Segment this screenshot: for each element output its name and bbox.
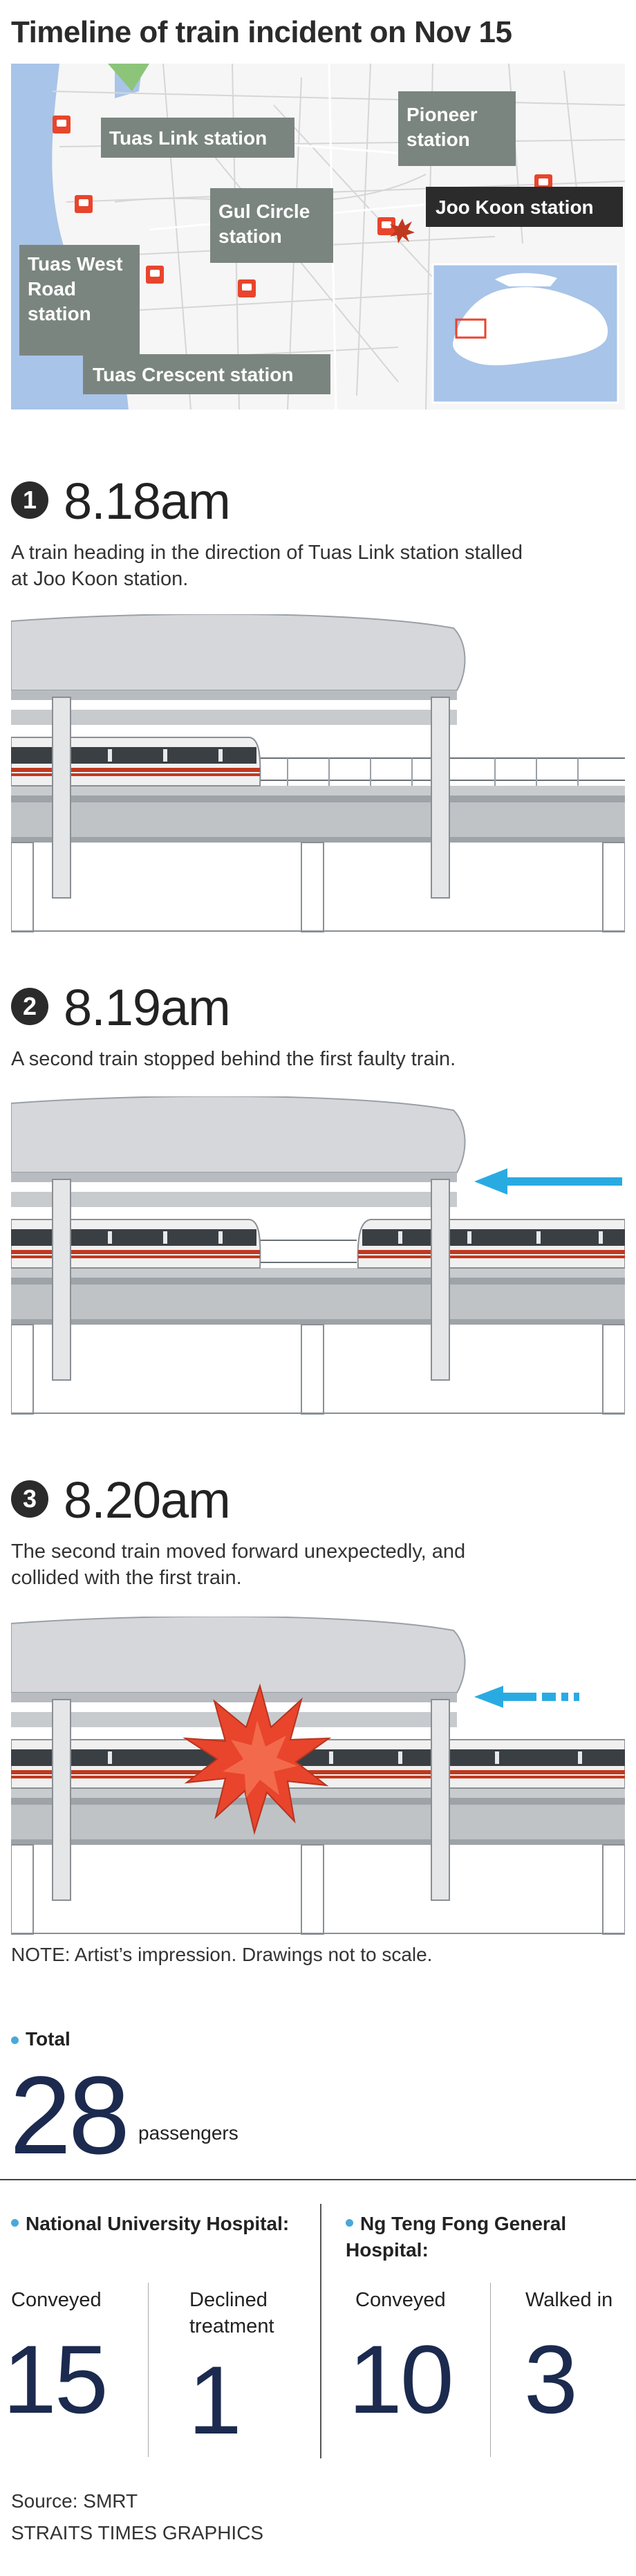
total-label: Total bbox=[26, 2028, 71, 2050]
stat-label: Declined treatment bbox=[189, 2289, 274, 2337]
bullet-icon bbox=[346, 2219, 353, 2227]
second-train bbox=[357, 1219, 626, 1269]
step-description: A second train stopped behind the first … bbox=[11, 1048, 456, 1070]
step-time: 8.18am bbox=[64, 472, 231, 530]
station-marker-tuas-crescent bbox=[146, 266, 164, 284]
total-value: 28 bbox=[10, 2053, 130, 2177]
stat-value: 10 bbox=[348, 2325, 454, 2434]
step-1: 1 8.18am A train heading in the directio… bbox=[10, 472, 626, 933]
column-divider bbox=[490, 2283, 491, 2457]
stat-value: 1 bbox=[188, 2346, 242, 2454]
scene-3 bbox=[10, 1615, 626, 1935]
illustration-note: NOTE: Artist’s impression. Drawings not … bbox=[11, 1944, 433, 1965]
stat-label: Conveyed bbox=[11, 2289, 102, 2311]
direction-arrow bbox=[474, 1686, 579, 1708]
step-3: 3 8.20am The second train moved forward … bbox=[10, 1471, 626, 1935]
stat-value: 15 bbox=[3, 2325, 109, 2434]
stat-value: 3 bbox=[524, 2325, 578, 2434]
hospital-ntfgh-heading: Ng Teng Fong General Hospital: bbox=[346, 2211, 622, 2263]
step-number: 2 bbox=[11, 988, 48, 1025]
train-illustration bbox=[10, 1615, 626, 1935]
step-2: 2 8.19am A second train stopped behind t… bbox=[10, 979, 626, 1439]
hospital-name: Ng Teng Fong General Hospital: bbox=[346, 2213, 567, 2261]
label-gul-circle: Gul Circle station bbox=[218, 201, 310, 247]
first-train bbox=[10, 737, 261, 786]
hospital-nuh-heading: National University Hospital: bbox=[11, 2211, 301, 2237]
collision-burst-icon bbox=[183, 1683, 332, 1835]
step-time: 8.20am bbox=[64, 1471, 231, 1529]
station-marker-tuas-west-road bbox=[75, 195, 93, 213]
step-time: 8.19am bbox=[64, 979, 231, 1036]
station-marker-joo-koon bbox=[377, 217, 415, 243]
bullet-icon bbox=[11, 2219, 19, 2227]
label-pioneer: Pioneer station bbox=[406, 104, 478, 150]
step-number: 1 bbox=[11, 481, 48, 519]
label-joo-koon: Joo Koon station bbox=[436, 196, 594, 218]
step-description: The second train moved forward unexpecte… bbox=[11, 1540, 466, 1589]
scene-1 bbox=[10, 613, 626, 933]
direction-arrow bbox=[474, 1168, 622, 1195]
step-number: 3 bbox=[11, 1480, 48, 1518]
station-marker-gul-circle bbox=[238, 279, 256, 297]
first-train bbox=[10, 1219, 261, 1269]
hospital-name: National University Hospital: bbox=[26, 2213, 290, 2234]
bullet-icon bbox=[11, 2036, 19, 2045]
credit-text: STRAITS TIMES GRAPHICS bbox=[11, 2522, 264, 2543]
section-divider bbox=[0, 2179, 636, 2180]
total-heading: Total bbox=[11, 2028, 71, 2050]
stat-label: Conveyed bbox=[355, 2289, 446, 2311]
train-illustration bbox=[10, 613, 626, 933]
source-text: Source: SMRT bbox=[11, 2490, 138, 2512]
label-tuas-west-road: Tuas West Road station bbox=[28, 253, 123, 324]
station-marker-tuas-link bbox=[53, 116, 71, 134]
train-illustration bbox=[10, 1095, 626, 1415]
hospital-divider bbox=[320, 2204, 321, 2458]
stat-label: Walked in bbox=[525, 2289, 613, 2311]
total-unit: passengers bbox=[138, 2122, 238, 2144]
map-graphic bbox=[11, 63, 626, 410]
column-divider bbox=[148, 2283, 149, 2457]
step-description: A train heading in the direction of Tuas… bbox=[11, 542, 523, 590]
scene-2 bbox=[10, 1095, 626, 1415]
page-title: Timeline of train incident on Nov 15 bbox=[11, 15, 512, 49]
label-tuas-link: Tuas Link station bbox=[109, 127, 268, 149]
location-map: Tuas Link station Pioneer station Joo Ko… bbox=[11, 63, 626, 410]
label-tuas-crescent: Tuas Crescent station bbox=[93, 364, 294, 385]
